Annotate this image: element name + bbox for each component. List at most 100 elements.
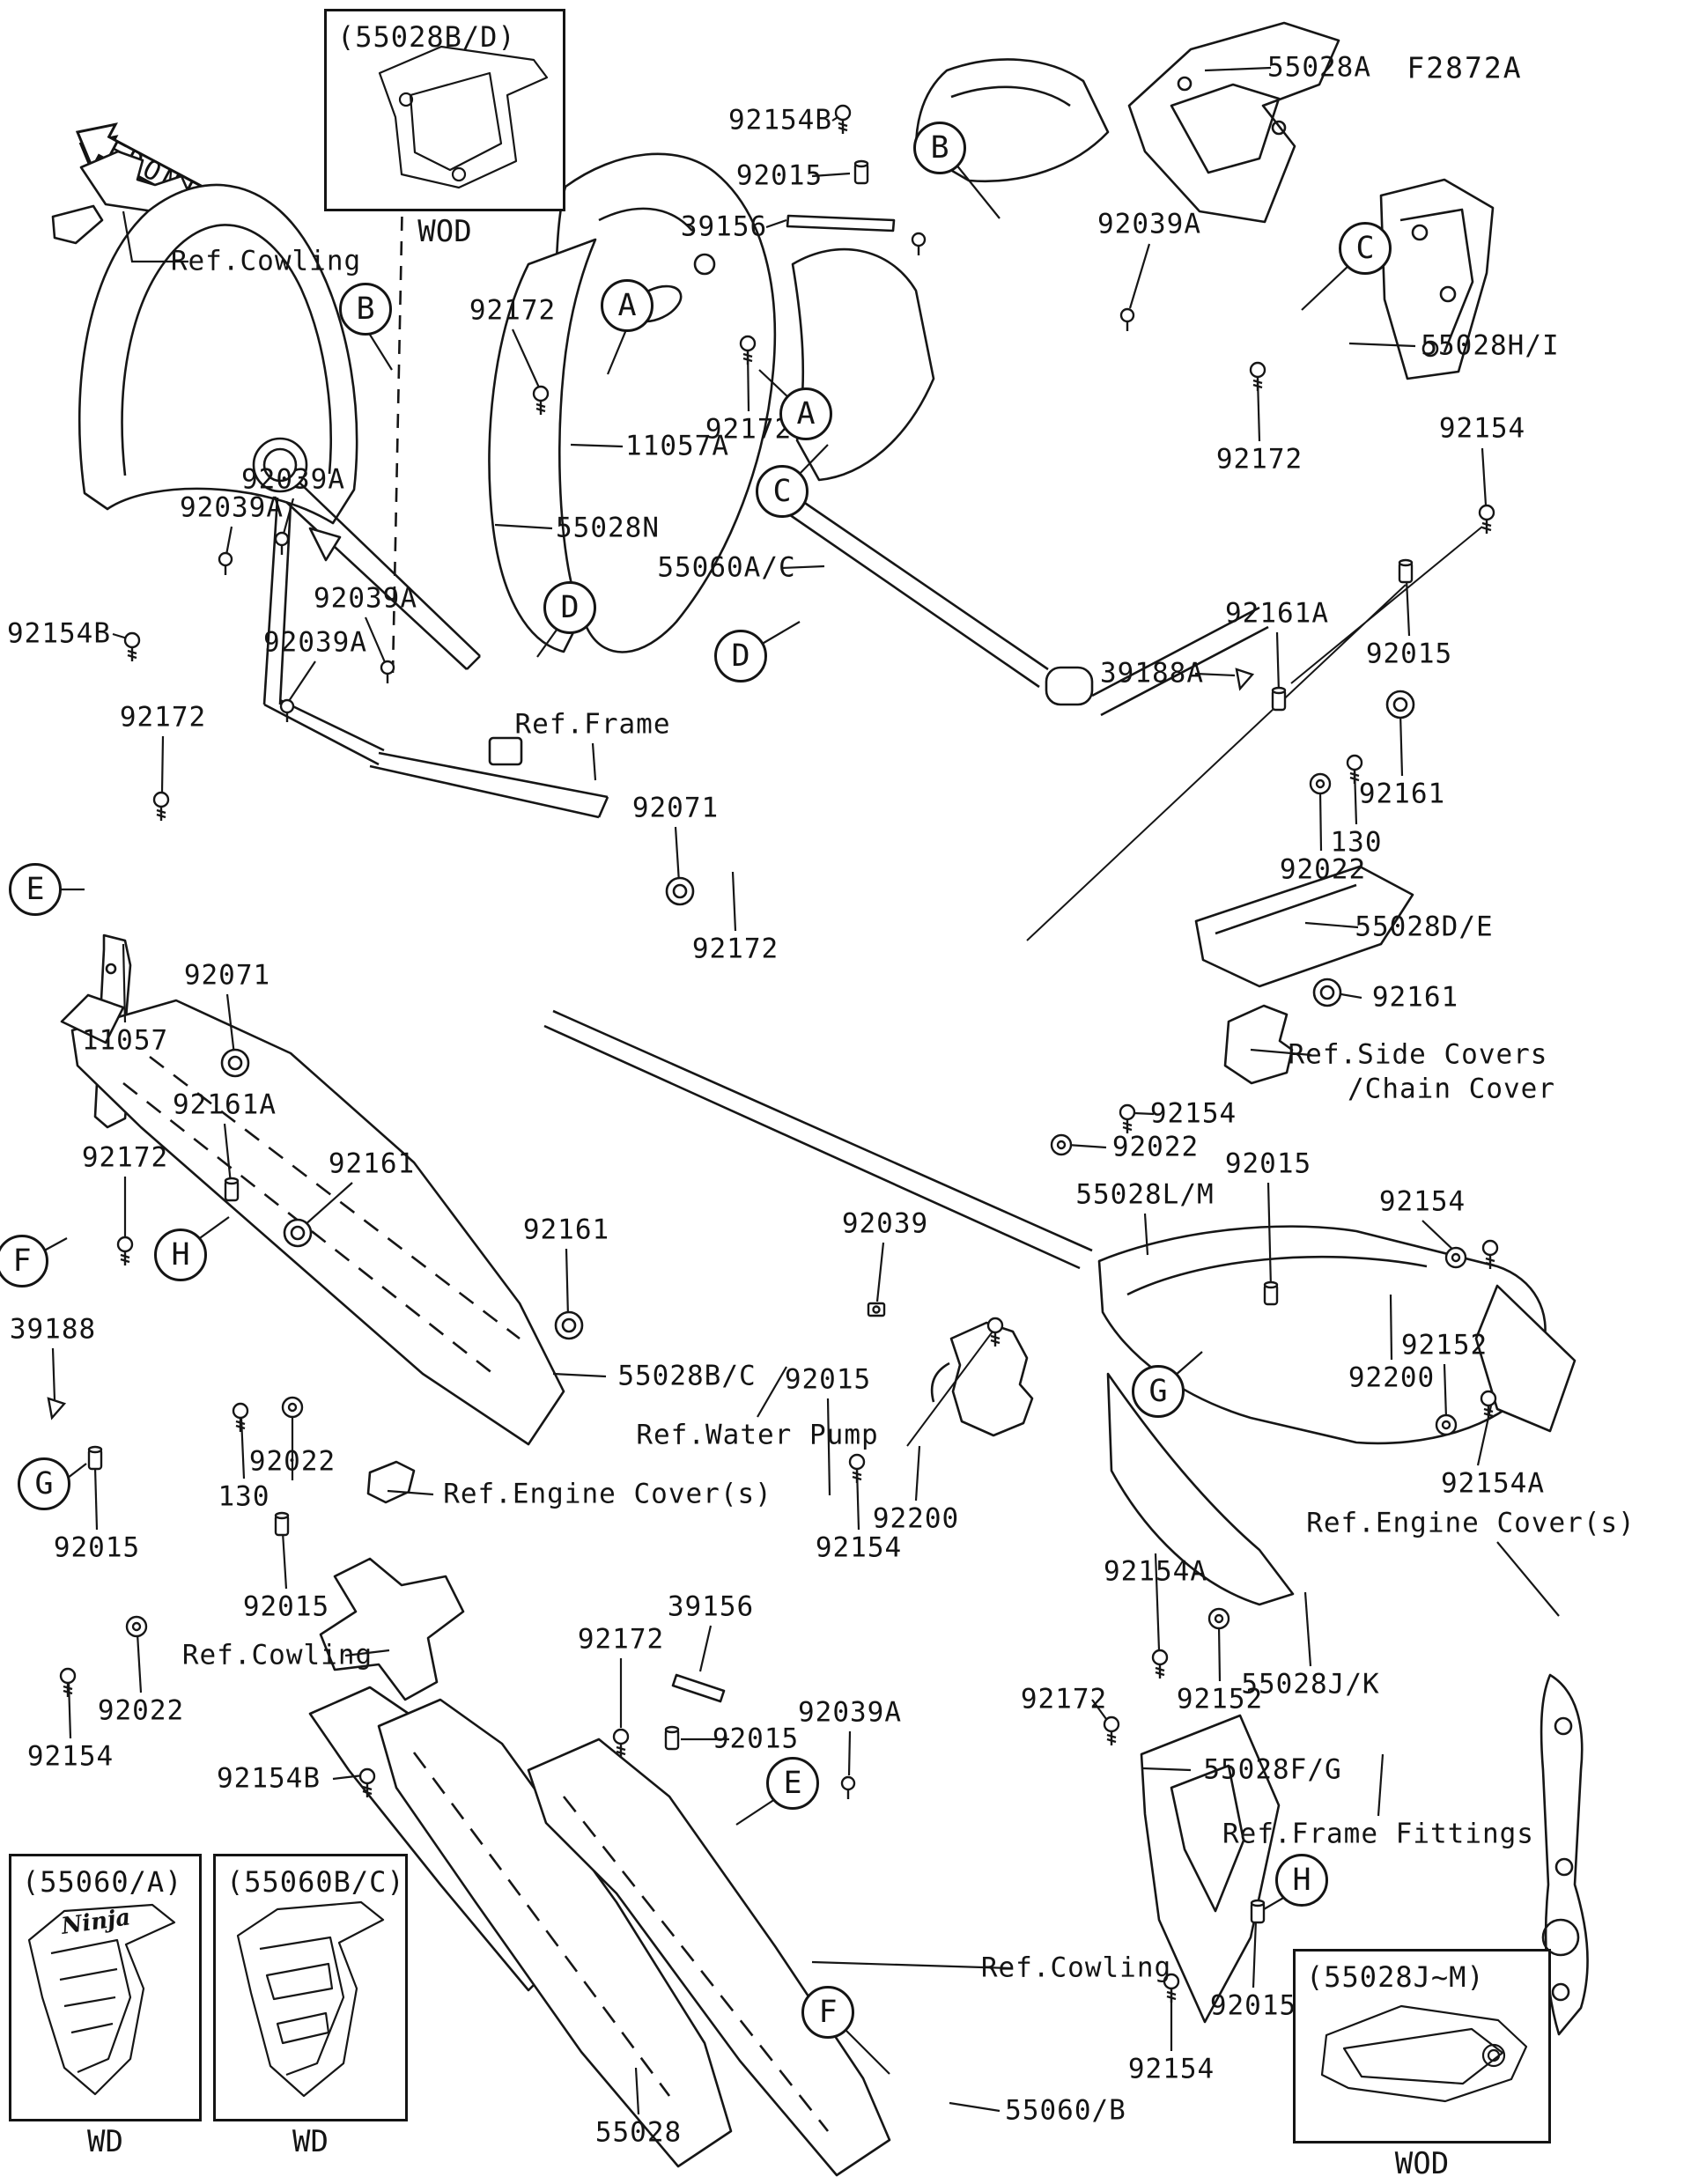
screw-icon — [834, 104, 852, 136]
inset-title: (55028J~M) — [1306, 1960, 1485, 1994]
collar-icon — [1398, 558, 1414, 584]
part-label-92154: 92154 — [26, 1740, 114, 1773]
part-label-92172: 92172 — [81, 1141, 169, 1174]
part-label-55028h-i: 55028H/I — [1421, 329, 1560, 362]
part-label-92172: 92172 — [119, 701, 207, 734]
part-label-130: 130 — [218, 1480, 270, 1513]
balloon-c: C — [1339, 222, 1392, 275]
part-label--chain-cover: /Chain Cover — [1348, 1073, 1555, 1105]
panel-outlines — [51, 21, 1589, 2177]
inset-caption: WOD — [417, 214, 472, 249]
part-label-55028: 55028 — [594, 2116, 683, 2149]
page-code: F2872A — [1407, 50, 1523, 85]
collar-icon — [87, 1445, 103, 1471]
part-label-92071: 92071 — [183, 959, 271, 992]
part-label-92172: 92172 — [1215, 443, 1303, 476]
part-label-92154: 92154 — [1438, 412, 1526, 445]
collar-icon — [664, 1725, 680, 1751]
part-label-55028b-c: 55028B/C — [617, 1360, 757, 1392]
part-label-92039a: 92039A — [241, 463, 345, 496]
washer-icon — [1309, 772, 1332, 795]
part-label-11057: 11057 — [81, 1024, 169, 1057]
part-label-92161: 92161 — [522, 1214, 610, 1246]
part-label-ref-side-covers: Ref.Side Covers — [1288, 1038, 1548, 1071]
part-label-92154: 92154 — [1378, 1185, 1466, 1218]
screw-icon — [232, 1402, 249, 1434]
balloon-g: G — [1132, 1365, 1185, 1418]
part-label-ref-water-pump: Ref.Water Pump — [636, 1419, 879, 1451]
balloon-f: F — [801, 1986, 854, 2039]
part-label-ref-frame: Ref.Frame — [514, 708, 671, 741]
part-label-92039a: 92039A — [1097, 208, 1201, 240]
inset-title: (55060B/C) — [226, 1865, 405, 1899]
part-label-92039a: 92039A — [798, 1696, 902, 1729]
screw-icon — [1151, 1649, 1169, 1680]
part-label-92022: 92022 — [1111, 1131, 1200, 1163]
balloon-b: B — [913, 122, 966, 174]
balloon-d: D — [543, 581, 596, 634]
part-label-92015: 92015 — [1209, 1989, 1297, 2022]
screw-icon — [848, 1453, 866, 1485]
inset-caption: WD — [87, 2124, 123, 2159]
nut-icon — [867, 1302, 886, 1317]
part-label-92015: 92015 — [242, 1590, 330, 1623]
part-label-92154: 92154 — [1149, 1097, 1237, 1130]
part-label-92200: 92200 — [1348, 1361, 1436, 1394]
part-label-92022: 92022 — [97, 1694, 185, 1727]
part-label-39156: 39156 — [680, 210, 768, 243]
part-label-92172: 92172 — [577, 1623, 665, 1656]
inset-caption: WOD — [1394, 2146, 1450, 2181]
washer-icon — [1435, 1413, 1458, 1436]
grommet-icon — [283, 1218, 313, 1248]
inset-55060a-sketch: Ninja — [27, 1903, 176, 2096]
part-label-92172: 92172 — [691, 933, 779, 965]
balloon-c: C — [756, 465, 809, 518]
part-label-92015: 92015 — [712, 1723, 800, 1755]
inset-title: (55028B/D) — [337, 20, 516, 54]
part-label-92161: 92161 — [1371, 981, 1459, 1014]
pin-icon — [47, 1397, 66, 1420]
balloon-f: F — [0, 1235, 48, 1288]
part-label-55060a-c: 55060A/C — [657, 551, 796, 584]
grommet-icon — [554, 1310, 584, 1340]
inset-55028jm: (55028J~M) WOD — [1293, 1949, 1551, 2181]
part-label-92172: 92172 — [469, 294, 557, 327]
part-label-92152: 92152 — [1176, 1683, 1264, 1715]
part-label-ref-cowling: Ref.Cowling — [181, 1639, 373, 1671]
rivet-icon — [380, 660, 395, 685]
collar-icon — [224, 1177, 240, 1202]
collar-icon — [1250, 1899, 1266, 1924]
balloon-h: H — [154, 1228, 207, 1281]
part-label-92015: 92015 — [1224, 1147, 1312, 1180]
part-label-ref-engine-cover-s-: Ref.Engine Cover(s) — [1306, 1507, 1636, 1539]
balloon-a: A — [601, 279, 654, 332]
inset-title: (55060/A) — [22, 1865, 183, 1899]
part-label-ref-cowling: Ref.Cowling — [980, 1952, 1172, 1984]
part-label-92154: 92154 — [815, 1531, 903, 1564]
balloon-g: G — [18, 1457, 70, 1510]
part-label-92152: 92152 — [1400, 1329, 1488, 1361]
part-label-92172: 92172 — [705, 413, 793, 446]
part-label-ref-engine-cover-s-: Ref.Engine Cover(s) — [443, 1478, 772, 1510]
part-label-92200: 92200 — [872, 1502, 960, 1535]
part-label-55060-b: 55060/B — [1005, 2094, 1126, 2127]
washer-icon — [1444, 1246, 1467, 1269]
balloon-e: E — [9, 863, 62, 916]
screw-icon — [123, 631, 141, 663]
part-label-92039a: 92039A — [314, 582, 417, 615]
part-label-39156: 39156 — [667, 1590, 755, 1623]
part-label-92161: 92161 — [328, 1147, 416, 1180]
inset-55028jm-sketch — [1320, 2004, 1528, 2103]
balloon-h: H — [1275, 1854, 1328, 1907]
part-label-ref-cowling: Ref.Cowling — [170, 245, 362, 277]
collar-icon — [274, 1511, 290, 1537]
part-label-92154b: 92154B — [217, 1762, 321, 1795]
part-label-92022: 92022 — [248, 1445, 336, 1478]
inset-55060a: Ninja (55060/A) WD — [9, 1854, 202, 2159]
inset-caption: WD — [292, 2124, 329, 2159]
grommet-icon — [220, 1048, 250, 1078]
inset-55028bd-sketch — [378, 45, 549, 189]
screw-icon — [1478, 504, 1495, 535]
